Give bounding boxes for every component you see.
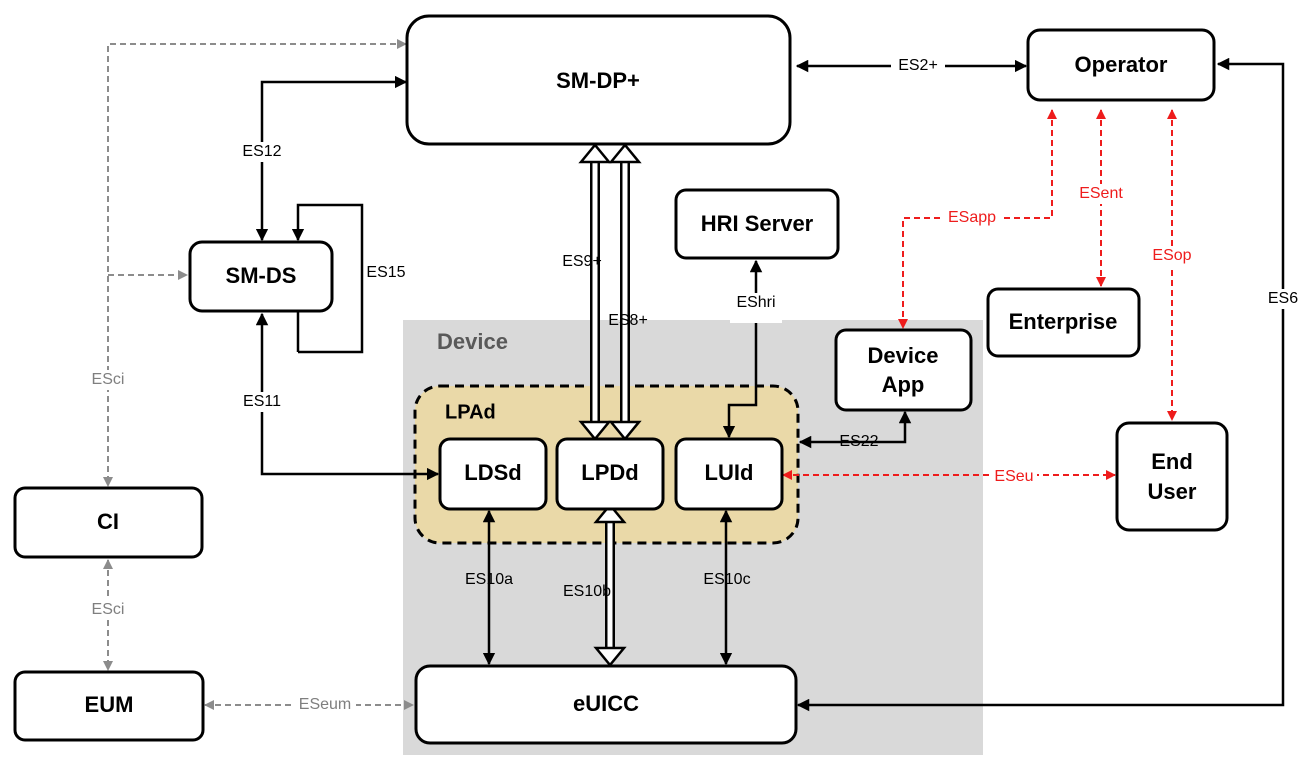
svg-text:LPDd: LPDd (581, 460, 638, 485)
svg-text:eUICC: eUICC (573, 691, 639, 716)
end-user-node[interactable]: End User (1115, 421, 1229, 532)
lpad-label: LPAd (445, 401, 496, 423)
svg-text:SM-DS: SM-DS (226, 263, 297, 288)
smdp-node[interactable]: SM-DP+ (405, 14, 792, 146)
es6-label: ES6 (1268, 290, 1298, 307)
ldsd-node[interactable]: LDSd (438, 437, 548, 511)
es10a-label: ES10a (465, 571, 513, 588)
smds-node[interactable]: SM-DS (188, 240, 334, 313)
svg-text:CI: CI (97, 509, 119, 534)
es10b-double-line (593, 503, 627, 667)
svg-text:LDSd: LDSd (464, 460, 521, 485)
esci-top-label: ESci (92, 371, 125, 388)
svg-text:Enterprise: Enterprise (1009, 309, 1118, 334)
es9plus-double-line (578, 143, 612, 441)
svg-text:EUM: EUM (85, 692, 134, 717)
svg-text:HRI Server: HRI Server (701, 211, 814, 236)
esci-top-connector (103, 39, 407, 487)
es2plus-label: ES2+ (898, 57, 938, 74)
es10c-label: ES10c (703, 571, 750, 588)
esapp-label: ESapp (948, 209, 996, 226)
hri-server-node[interactable]: HRI Server (674, 188, 840, 260)
device-app-node[interactable]: Device App (834, 328, 973, 412)
es12-label: ES12 (242, 143, 281, 160)
svg-text:LUId: LUId (705, 460, 754, 485)
euicc-node[interactable]: eUICC (414, 664, 798, 745)
esop-label: ESop (1152, 247, 1191, 264)
esent-label: ESent (1079, 185, 1123, 202)
svg-text:Device: Device (868, 343, 939, 368)
es9plus-label: ES9+ (562, 253, 602, 270)
eshri-label: EShri (736, 294, 775, 311)
device-area-label: Device (437, 329, 508, 354)
lpdd-node[interactable]: LPDd (555, 437, 665, 511)
eshri-connector (722, 259, 763, 439)
es8plus-label: ES8+ (608, 312, 648, 329)
es10b-label: ES10b (563, 583, 611, 600)
es8plus-double-line (608, 143, 642, 441)
eum-node[interactable]: EUM (13, 670, 205, 742)
eseu-label: ESeu (994, 468, 1033, 485)
svg-text:User: User (1148, 479, 1197, 504)
svg-text:SM-DP+: SM-DP+ (556, 68, 640, 93)
es11-label: ES11 (243, 393, 281, 410)
es15-label: ES15 (366, 264, 405, 281)
eseum-label: ESeum (299, 696, 351, 713)
luid-node[interactable]: LUId (674, 437, 784, 511)
svg-text:App: App (882, 372, 925, 397)
esci-bottom-label: ESci (92, 601, 125, 618)
svg-text:Operator: Operator (1075, 52, 1168, 77)
svg-text:End: End (1151, 449, 1193, 474)
es6-connector (796, 57, 1285, 712)
es22-label: ES22 (839, 433, 878, 450)
enterprise-node[interactable]: Enterprise (986, 287, 1141, 358)
ci-node[interactable]: CI (13, 486, 204, 559)
operator-node[interactable]: Operator (1026, 28, 1216, 102)
